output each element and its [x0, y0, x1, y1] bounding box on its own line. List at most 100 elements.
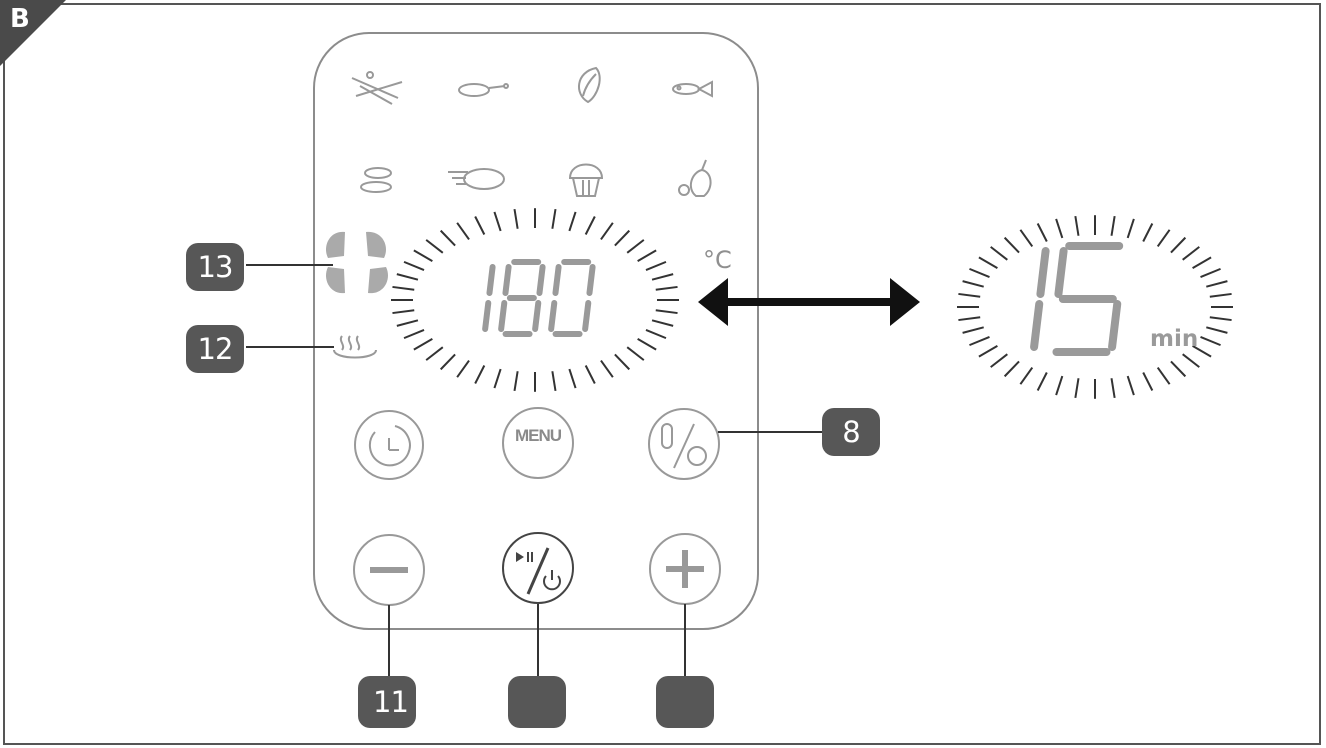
ring-dash — [990, 246, 1008, 261]
ring-dash — [474, 216, 486, 235]
temperature-ring — [391, 208, 679, 392]
ring-dash — [1170, 236, 1187, 254]
digit-segment — [1108, 299, 1122, 352]
ring-dash — [645, 328, 667, 340]
fan-icon — [325, 231, 388, 294]
ring-dash — [651, 273, 674, 281]
drumstick-icon — [458, 83, 509, 97]
digit-segment — [586, 263, 596, 297]
digit-segment — [502, 263, 512, 297]
ring-dash — [978, 256, 998, 269]
control-panel — [313, 32, 759, 630]
ring-dash — [1170, 360, 1187, 378]
ring-dash — [1003, 236, 1020, 254]
ring-dash — [969, 267, 990, 279]
ring-dash — [396, 319, 419, 327]
ring-dash — [1126, 375, 1135, 396]
ring-dash — [1036, 223, 1048, 242]
ring-dash — [958, 292, 981, 298]
fish-icon — [672, 80, 713, 98]
temp-time-button[interactable] — [648, 408, 720, 480]
shrimp-skewer-icon — [448, 168, 505, 190]
ring-dash — [655, 309, 678, 315]
ring-dash — [1192, 345, 1212, 358]
ring-dash — [1206, 326, 1228, 334]
ring-dash — [1200, 335, 1221, 347]
callout-leaders — [246, 264, 822, 678]
heating-icon — [333, 335, 377, 359]
ring-dash — [551, 371, 557, 392]
ring-dash — [1055, 375, 1064, 396]
ring-dash — [425, 239, 444, 254]
ring-dash — [978, 345, 998, 358]
ring-dash — [614, 353, 631, 371]
ring-dash — [614, 229, 631, 247]
ring-dash — [637, 338, 657, 351]
ring-dash — [1209, 316, 1232, 322]
ring-dash — [1156, 366, 1171, 385]
figure-frame — [3, 3, 1321, 745]
callout-10 — [508, 676, 566, 728]
ring-dash — [1110, 215, 1116, 236]
double-arrow-icon — [698, 278, 920, 326]
ring-dash — [1182, 246, 1200, 261]
ring-dash — [1209, 292, 1232, 298]
ring-dash — [1003, 360, 1020, 378]
menu-button-label: MENU — [514, 426, 562, 445]
ring-dash — [456, 222, 470, 241]
ring-dash — [568, 368, 577, 389]
time-unit: min — [1150, 326, 1199, 352]
ring-dash — [403, 260, 425, 272]
ring-dash — [1142, 372, 1154, 391]
steak-icon — [360, 167, 392, 193]
ring-dash — [425, 346, 444, 361]
ring-dash — [655, 285, 678, 291]
ring-dash — [513, 208, 519, 229]
digit-segment — [486, 263, 496, 297]
ring-dash — [637, 249, 657, 262]
ring-dash — [1074, 215, 1080, 236]
ring-dash — [456, 359, 470, 378]
ring-dash — [626, 239, 645, 254]
digit-segment — [536, 263, 546, 297]
digit-segment — [1030, 299, 1044, 352]
ring-dash — [962, 280, 984, 288]
ring-dash — [493, 211, 502, 232]
ring-dash — [1110, 378, 1116, 399]
ring-dash — [493, 368, 502, 389]
ring-dash — [439, 229, 456, 247]
timer-button[interactable] — [354, 410, 424, 480]
callout-7 — [656, 676, 714, 728]
ring-dash — [962, 326, 984, 334]
plus-button[interactable] — [649, 533, 721, 605]
ring-dash — [600, 359, 614, 378]
ring-dash — [651, 319, 674, 327]
ring-dash — [396, 273, 419, 281]
ring-dash — [439, 353, 456, 371]
ring-dash — [645, 260, 667, 272]
callout-13: 13 — [186, 243, 244, 291]
start-power-button[interactable] — [502, 532, 574, 604]
digit-segment — [498, 299, 508, 333]
menu-button[interactable] — [502, 407, 574, 479]
ring-dash — [474, 365, 486, 384]
callout-12: 12 — [186, 325, 244, 373]
minus-button[interactable] — [353, 534, 425, 606]
ring-dash — [584, 216, 596, 235]
ring-dash — [969, 335, 990, 347]
digit-segment — [582, 299, 592, 333]
ring-dash — [626, 346, 645, 361]
ring-dash — [1192, 256, 1212, 269]
ring-dash — [584, 365, 596, 384]
digit-segment — [552, 263, 562, 297]
ring-dash — [1142, 223, 1154, 242]
ring-dash — [1019, 366, 1034, 385]
digit-segment — [532, 299, 542, 333]
ring-dash — [413, 249, 433, 262]
temperature-digits — [482, 259, 596, 337]
callout-11: 11 9 — [358, 676, 416, 728]
ring-dash — [568, 211, 577, 232]
muffin-icon — [568, 163, 604, 197]
ring-dash — [513, 371, 519, 392]
